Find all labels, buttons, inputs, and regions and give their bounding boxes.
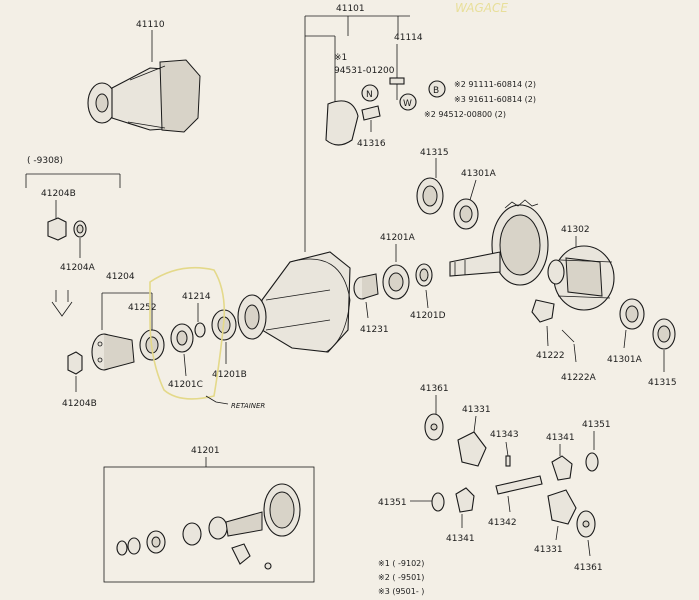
label-41214: 41214: [182, 292, 211, 302]
thrust-washer-41361-top: [424, 413, 444, 441]
label-41222a: 41222A: [561, 373, 597, 383]
label-41204a: 41204A: [60, 263, 96, 273]
pin-41343: [505, 455, 511, 467]
label-41316: 41316: [357, 139, 386, 149]
label-41315-bottom: 41315: [648, 378, 677, 388]
label-41343: 41343: [490, 430, 519, 440]
label-41201c: 41201C: [168, 380, 203, 390]
spacer-41214: [194, 322, 206, 338]
b-letter: B: [433, 86, 439, 96]
bearing-41201c: [170, 323, 194, 353]
label-41201a: 41201A: [380, 233, 416, 243]
spec-line-b1: ※2 91111-60814 (2): [454, 80, 536, 89]
label-41331-top: 41331: [462, 405, 491, 415]
washer-41351-left: [431, 492, 445, 512]
down-arrow-icon: [51, 290, 73, 317]
handwriting-note: RETAINER: [231, 402, 265, 410]
label-41204: 41204: [106, 272, 135, 282]
label-41301a-top: 41301A: [461, 169, 497, 179]
pinion-gear-41341-right: [551, 455, 573, 481]
label-41114: 41114: [394, 33, 423, 43]
washer-41351-right: [585, 452, 599, 472]
differential-housing-41101: [237, 251, 351, 353]
side-gear-41331-bottom: [547, 489, 577, 525]
label-94531-01200: 94531-01200: [334, 66, 395, 76]
label-41342: 41342: [488, 518, 517, 528]
note-2: ※2 ( -9501): [378, 573, 424, 582]
ring-gear-pinion: [449, 199, 549, 286]
label-41110: 41110: [136, 20, 165, 30]
spec-line-w: ※2 94512-00800 (2): [424, 110, 506, 119]
spacer-41231: [353, 273, 379, 300]
companion-flange-41204: [91, 333, 135, 371]
n-letter: N: [366, 90, 373, 100]
bolt-41222: [531, 299, 555, 323]
label-41341-bottom: 41341: [446, 534, 475, 544]
side-gear-41331-top: [457, 431, 487, 467]
label-41315-top: 41315: [420, 148, 449, 158]
carrier-assembly-41110: [87, 59, 201, 133]
label-41201d: 41201D: [410, 311, 446, 321]
note-mark-1: ※1: [334, 53, 347, 63]
label-41361-top: 41361: [420, 384, 449, 394]
note-3: ※3 (9501- ): [378, 587, 424, 596]
spec-line-b2: ※3 91611-60814 (2): [454, 95, 536, 104]
w-letter: W: [403, 99, 412, 109]
nut-41204b-top: [47, 217, 67, 241]
thrust-washer-41361-bottom: [576, 510, 596, 538]
bearing-41301a-top: [453, 198, 479, 230]
plug-41316: [361, 105, 381, 121]
label-41204b-bottom: 41204B: [62, 399, 97, 409]
label-41351-right: 41351: [582, 420, 611, 430]
washer-41204a: [73, 220, 87, 238]
label-41302: 41302: [561, 225, 590, 235]
label-41201-box: 41201: [191, 446, 220, 456]
nut-41204b-bottom: [67, 351, 83, 375]
bearing-41301a-bottom: [619, 298, 645, 330]
kit-parts: [116, 483, 301, 570]
label-41361-bottom: 41361: [574, 563, 603, 573]
label-41351-left: 41351: [378, 498, 407, 508]
label-41252: 41252: [128, 303, 157, 313]
label-41231: 41231: [360, 325, 389, 335]
pinion-shaft-41342: [495, 475, 543, 495]
bolt-41114: [389, 77, 405, 85]
oil-seal-41315-bottom: [652, 318, 676, 350]
washer-41201d: [415, 263, 433, 287]
differential-case-41302: [547, 245, 615, 311]
label-41101: 41101: [336, 4, 365, 14]
note-1: ※1 ( -9102): [378, 559, 424, 568]
pinion-gear-41341-bottom: [455, 487, 475, 513]
top-scribble: WAGACE: [455, 1, 508, 15]
kit-box-41201: [103, 466, 315, 583]
label-41201b: 41201B: [212, 370, 247, 380]
range-label-9308: ( -9308): [27, 156, 63, 166]
bearing-41201a: [382, 264, 410, 300]
w-marker: [399, 93, 417, 111]
oil-seal-41315-top: [416, 177, 444, 215]
highlight-loop: [149, 266, 226, 400]
label-41331-bottom: 41331: [534, 545, 563, 555]
b-marker: [428, 80, 446, 98]
label-41341-right: 41341: [546, 433, 575, 443]
bearing-cap: [325, 100, 359, 146]
label-41222: 41222: [536, 351, 565, 361]
label-41301a-bottom: 41301A: [607, 355, 643, 365]
label-41204b-top: 41204B: [41, 189, 76, 199]
n-marker: [361, 84, 379, 102]
